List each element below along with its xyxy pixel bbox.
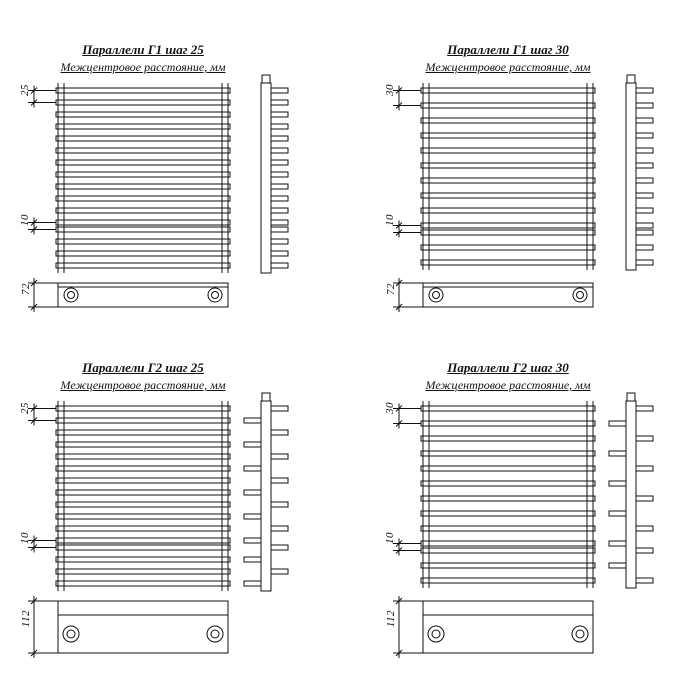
panel-g2-step25: Параллели Г2 шаг 25 Межцентровое расстоя… (18, 358, 363, 673)
dimension-manifold-label: 112 (20, 610, 32, 628)
radiator-drawing-g1-30 (393, 74, 654, 312)
dimension-step-label: 25 (19, 84, 31, 96)
radiator-drawing-g2-30 (393, 392, 654, 658)
panel-title: Параллели Г2 шаг 30 (447, 360, 569, 375)
dimension-step-label: 25 (19, 402, 31, 414)
dimension-bottom-gap-label: 10 (19, 214, 31, 226)
panel-title: Параллели Г1 шаг 30 (447, 42, 569, 57)
dimension-step-label: 30 (384, 84, 396, 96)
dimension-bottom-gap-label: 10 (19, 532, 31, 544)
dimension-bottom-gap-label: 10 (384, 214, 396, 226)
dimension-manifold-label: 112 (385, 610, 397, 628)
panel-subtitle: Межцентровое расстояние, мм (425, 60, 591, 74)
radiator-drawing-g1-25 (28, 74, 289, 312)
panel-subtitle: Межцентровое расстояние, мм (60, 60, 226, 74)
dimension-manifold-label: 72 (20, 283, 32, 295)
panel-subtitle: Межцентровое расстояние, мм (60, 378, 226, 392)
panel-title: Параллели Г1 шаг 25 (82, 42, 204, 57)
panel-g1-step25: Параллели Г1 шаг 25 Межцентровое расстоя… (18, 40, 363, 355)
panel-g2-step30: Параллели Г2 шаг 30 Межцентровое расстоя… (383, 358, 700, 673)
dimension-step-label: 30 (384, 402, 396, 414)
panel-title: Параллели Г2 шаг 25 (82, 360, 204, 375)
radiator-drawing-g2-25 (28, 392, 289, 658)
panel-subtitle: Межцентровое расстояние, мм (425, 378, 591, 392)
panel-g1-step30: Параллели Г1 шаг 30 Межцентровое расстоя… (383, 40, 700, 355)
dimension-manifold-label: 72 (385, 283, 397, 295)
dimension-bottom-gap-label: 10 (384, 532, 396, 544)
